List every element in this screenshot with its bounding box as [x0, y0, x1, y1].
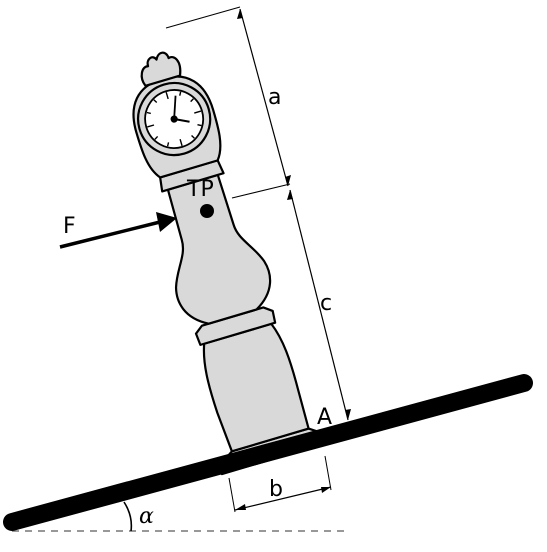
incline-plane [3, 374, 533, 531]
dimension-b-extension-right [324, 455, 332, 491]
dimension-b-label: b [269, 477, 283, 502]
dimension-a-extension-top [165, 6, 241, 29]
clock-tick-marks [146, 91, 202, 147]
dimension-b-arrow-left [235, 504, 246, 510]
clock-middle-collar [194, 306, 277, 346]
dimension-a-line [239, 8, 289, 187]
clock-tick [153, 99, 158, 104]
grandfather-clock [132, 51, 330, 476]
dimension-c-label: c [320, 291, 332, 316]
clock-tick [179, 138, 183, 147]
clock-tick [165, 91, 169, 100]
angle-label: α [139, 504, 154, 529]
angle-arc [123, 501, 133, 532]
dimension-c-arrow-bottom [345, 409, 351, 420]
force-arrow-shaft [59, 220, 161, 249]
clock-tick [154, 135, 159, 140]
dimension-a-label: a [268, 85, 281, 110]
dimension-c-line [289, 189, 349, 421]
center-of-mass-label: TP [186, 177, 214, 202]
clock-tick [191, 135, 195, 139]
center-of-mass-point [200, 204, 214, 218]
dimension-c-arrow-top [287, 190, 293, 200]
pivot-point-label: A [317, 405, 332, 430]
clock-tick [166, 142, 170, 147]
clock-tick [194, 110, 202, 114]
dimension-a-extension-bottom [231, 183, 291, 199]
dimension-a-arrow-bottom [285, 175, 291, 186]
dimension-b-arrow-right [321, 487, 331, 493]
clock-hand-pivot [170, 115, 178, 123]
force-label: F [63, 214, 76, 239]
clock-tick [190, 98, 194, 103]
clock-tick [197, 123, 202, 127]
dimension-a-arrow-top [237, 9, 243, 19]
force-arrow-head [156, 212, 177, 232]
clock-tick [179, 91, 182, 96]
clock-tick [146, 111, 151, 115]
dimension-b-extension-left [228, 477, 236, 513]
clock-minute-hand [173, 95, 177, 120]
clock-tick [147, 124, 155, 128]
clock-crest [140, 51, 182, 87]
dimension-b-line [234, 486, 332, 511]
